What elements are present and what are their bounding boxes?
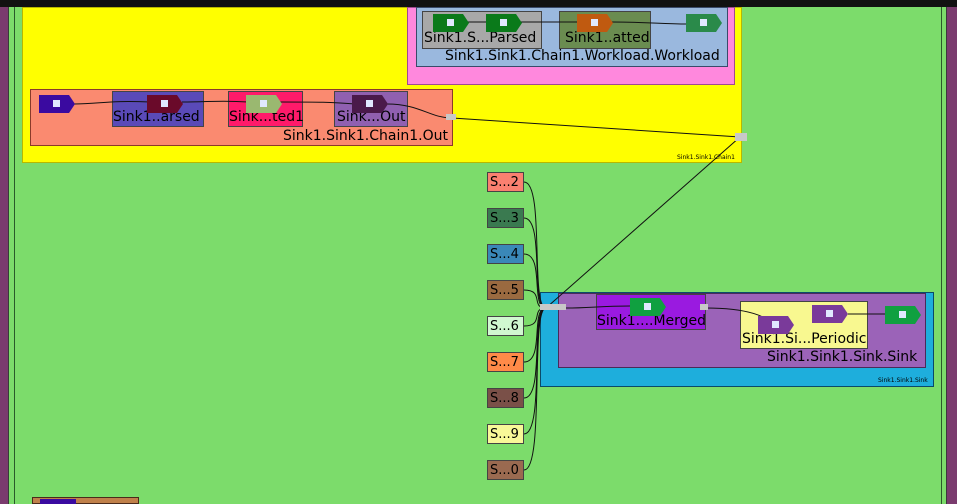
source-node-label: S...2: [490, 175, 519, 190]
sink-icon-3[interactable]: [812, 305, 848, 323]
source-node[interactable]: S...8: [487, 388, 524, 408]
out-icon-3[interactable]: [246, 95, 282, 113]
source-wire: [523, 307, 547, 435]
source-node[interactable]: S...7: [487, 352, 524, 372]
sink-icon-1[interactable]: [630, 298, 666, 316]
sink-icon-2[interactable]: [758, 316, 794, 334]
sink-icon-4[interactable]: [885, 306, 921, 324]
source-node[interactable]: S...5: [487, 280, 524, 300]
workload-icon-2[interactable]: [486, 14, 522, 32]
source-node[interactable]: S...9: [487, 424, 524, 444]
out-icon-4[interactable]: [352, 95, 388, 113]
source-node-label: S...6: [490, 319, 519, 334]
source-node-label: S...3: [490, 211, 519, 226]
out-node-ted1-label: Sink...ted1: [229, 109, 305, 125]
source-node[interactable]: S...4: [487, 244, 524, 264]
source-wire: [523, 181, 547, 309]
merged-connector[interactable]: [700, 304, 708, 310]
source-node[interactable]: S...3: [487, 208, 524, 228]
source-wire: [523, 253, 547, 309]
workload-group-label: Sink1.Sink1.Chain1.Workload.Workload: [445, 48, 720, 64]
sink-node-merged-label: Sink1....Merged: [597, 313, 707, 329]
source-node-label: S...7: [490, 355, 519, 370]
out-group-label: Sink1.Sink1.Chain1.Out: [283, 128, 448, 144]
source-node-label: S...9: [490, 427, 519, 442]
out-icon-1[interactable]: [39, 95, 75, 113]
source-node-label: S...5: [490, 283, 519, 298]
out-node-arsed-label: Sink1..arsed: [113, 109, 200, 125]
sink-node-periodic-label: Sink1.Si...Periodic: [742, 331, 867, 347]
canvas-inner-left-line: [14, 7, 15, 504]
sink-group-label: Sink1.Sink1.Sink.Sink: [767, 349, 918, 365]
source-wire: [523, 307, 547, 363]
workload-node-parsed-label: Sink1.S...Parsed: [424, 30, 537, 46]
workload-icon-1[interactable]: [433, 14, 469, 32]
chain1-connector[interactable]: [735, 133, 747, 141]
workload-icon-3[interactable]: [577, 14, 613, 32]
source-node-label: S...4: [490, 247, 519, 262]
source-node[interactable]: S...2: [487, 172, 524, 192]
top-border: [0, 0, 957, 7]
source-node-label: S...8: [490, 391, 519, 406]
sink-input-connector[interactable]: [540, 304, 566, 310]
chain1-group-label: Sink1.Sink1.Chain1: [677, 154, 735, 161]
source-node-label: S...0: [490, 463, 519, 478]
source-node[interactable]: S...0: [487, 460, 524, 480]
out-node-out-label: Sink...Out: [337, 109, 406, 125]
canvas-left-border: [8, 7, 9, 504]
workload-node-atted-label: Sink1..atted: [565, 30, 650, 46]
canvas-inner-right-line: [941, 7, 942, 504]
canvas-right-border: [946, 7, 947, 504]
source-node[interactable]: S...6: [487, 316, 524, 336]
workload-icon-4[interactable]: [686, 14, 722, 32]
out-connector[interactable]: [446, 114, 456, 120]
bottom-partial-icon: [40, 499, 76, 504]
sink-outer-group-label: Sink1.Sink1.Sink: [878, 377, 928, 384]
source-wire: [523, 307, 547, 471]
out-icon-2[interactable]: [147, 95, 183, 113]
